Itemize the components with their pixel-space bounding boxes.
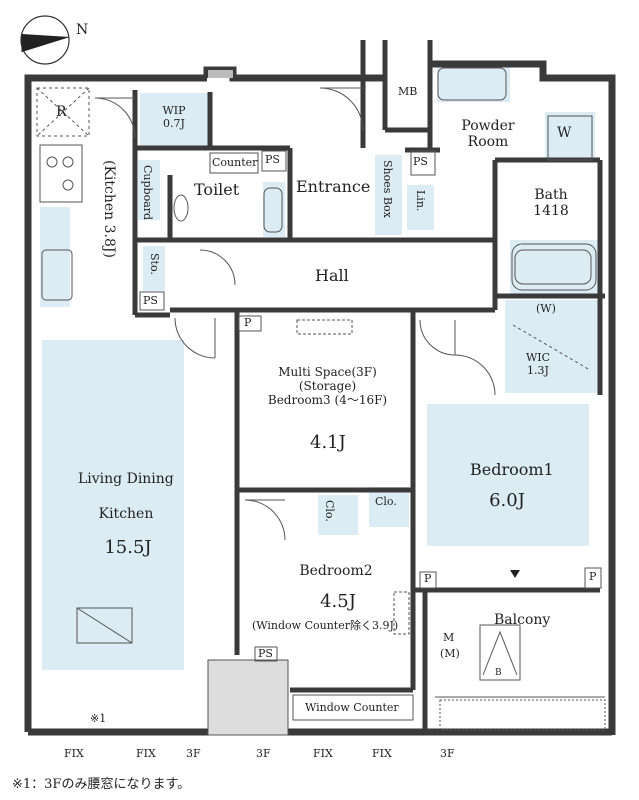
wip-name: WIP <box>162 104 186 117</box>
ps-label-2: PS <box>413 155 428 168</box>
balcony-m1: M <box>443 631 455 644</box>
bedroom1-name: Bedroom1 <box>470 460 554 479</box>
bedroom2-name: Bedroom2 <box>299 563 373 579</box>
washer-fill <box>545 112 595 162</box>
wic-fill <box>505 300 600 393</box>
compass-icon <box>20 15 70 65</box>
bath-label: Bath 1418 <box>522 187 580 219</box>
window-label-5: FIX <box>313 747 333 760</box>
room-fills <box>40 66 600 670</box>
wip-label: WIP 0.7J <box>145 104 203 130</box>
column-top <box>208 70 233 78</box>
bedroom2-size: 4.5J <box>320 591 356 612</box>
wic-name: WIC <box>525 351 551 364</box>
balcony-b: B <box>495 668 502 678</box>
window-label-7: 3F <box>440 747 455 760</box>
window-label-2: FIX <box>136 747 156 760</box>
window-label-4: 3F <box>256 747 271 760</box>
wip-size: 0.7J <box>163 116 185 130</box>
bedroom1-size: 6.0J <box>489 490 525 511</box>
counter-label: Counter <box>212 156 258 169</box>
ldk-line1: Living Dining <box>78 471 174 487</box>
ldk-line2: Kitchen <box>98 506 154 522</box>
toilet-label: Toilet <box>194 180 240 199</box>
multi-space-size: 4.1J <box>310 432 346 453</box>
ps-label-3: PS <box>143 294 158 307</box>
wic-label: WIC 1.3J <box>518 351 558 377</box>
ldk-fill <box>42 340 184 670</box>
linen-label: Lin. <box>414 190 427 212</box>
multi-space-label: Multi Space(3F) (Storage) Bedroom3 (4～16… <box>245 365 410 407</box>
kitchen-size-label: (Kitchen 3.8J) <box>101 160 117 258</box>
bath-size: 1418 <box>533 203 569 220</box>
outer-walls <box>24 60 616 736</box>
storage-label: Sto. <box>148 253 161 275</box>
cupboard-label: Cupboard <box>141 165 154 221</box>
bedroom1-fill <box>427 404 589 546</box>
powder-room-line2: Room <box>467 134 509 151</box>
compass-label: N <box>76 22 89 38</box>
wic-size: 1.3J <box>527 363 549 377</box>
door-swings <box>94 87 591 541</box>
wip-fill <box>140 93 208 148</box>
powder-room-label: Powder Room <box>450 118 526 150</box>
interior-walls <box>132 40 605 732</box>
balcony-m2: (M) <box>440 647 460 660</box>
entrance-label: Entrance <box>296 177 371 196</box>
ldk-size: 15.5J <box>104 537 152 558</box>
closet1-fill <box>318 495 358 535</box>
refrigerator-label: R <box>56 104 67 120</box>
multi-space-line1: Multi Space(3F) <box>278 365 377 379</box>
shoesbox-fill <box>375 155 402 235</box>
powder-sink-fill <box>437 66 510 102</box>
p-label-1: P <box>244 316 252 329</box>
p-label-3: P <box>589 570 597 583</box>
window-label-6: FIX <box>372 747 392 760</box>
column-block <box>207 659 289 736</box>
closet-label-2: Clo. <box>375 495 397 508</box>
linen-fill <box>407 185 434 230</box>
washer-label: W <box>557 125 572 141</box>
cupboard-fill <box>138 160 160 220</box>
bedroom2-note: (Window Counter除く3.9J) <box>252 619 399 632</box>
entrance-marker-icon <box>510 570 520 578</box>
ps-label-4: PS <box>258 647 273 660</box>
toilet-fill <box>263 182 285 237</box>
multi-space-line2: (Storage) <box>298 378 357 393</box>
shoesbox-label: Shoes Box <box>381 160 394 218</box>
window-label-3: 3F <box>186 747 201 760</box>
fixtures <box>36 67 606 731</box>
ps-label-1: PS <box>265 153 280 166</box>
note-mark: ※1 <box>90 712 107 725</box>
closet-label-1: Clo. <box>323 500 336 522</box>
p-label-2: P <box>424 572 432 585</box>
bath-name: Bath <box>534 187 568 203</box>
kitchen-counter-fill <box>40 207 70 307</box>
window-label-1: FIX <box>64 747 84 760</box>
hall-label: Hall <box>315 266 349 285</box>
storage-fill <box>143 246 165 291</box>
footnote: ※1：3Fのみ腰窓になります。 <box>12 777 191 792</box>
closet2-fill <box>369 487 409 527</box>
window-counter-label: Window Counter <box>305 701 399 714</box>
mb-label: MB <box>398 85 418 98</box>
powder-room-line1: Powder <box>461 118 515 134</box>
multi-space-line3: Bedroom3 (4～16F) <box>267 392 388 407</box>
bath-tub-fill <box>510 240 598 294</box>
wic-w-label: (W) <box>536 302 556 315</box>
balcony-label: Balcony <box>494 612 551 628</box>
